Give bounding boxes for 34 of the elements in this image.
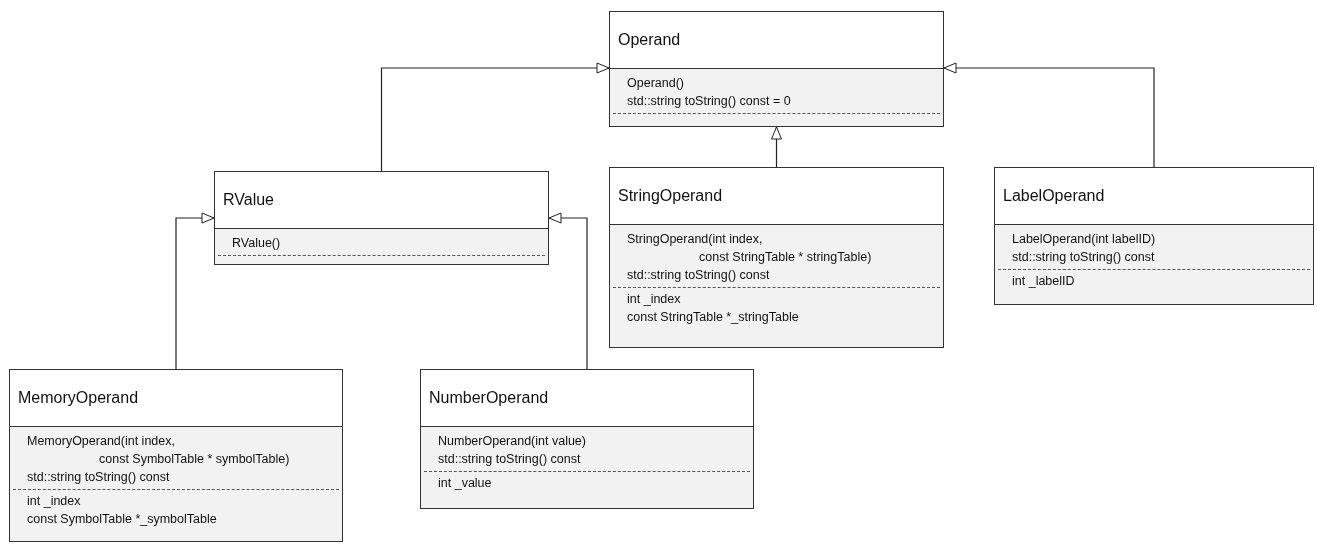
method-signature: StringOperand(int index, const StringTable * stringTable) [627, 231, 873, 266]
method-signature: MemoryOperand(int index, const SymbolTable * symbolTable) [27, 433, 291, 468]
method-signature: NumberOperand(int value) [438, 433, 587, 450]
class-name: Operand [618, 30, 681, 50]
class-box [214, 171, 549, 265]
field-declaration: int _value [438, 475, 493, 492]
method-signature: std::string toString() const [627, 267, 771, 284]
class-box [420, 369, 754, 509]
class-name: LabelOperand [1003, 186, 1105, 206]
field-declaration: int _index [27, 493, 82, 510]
inheritance-arrow [771, 126, 782, 168]
method-signature: Operand() [627, 75, 685, 92]
class-box [609, 11, 944, 127]
class-name: NumberOperand [429, 388, 549, 408]
method-signature: std::string toString() const [438, 451, 582, 468]
class-box [9, 369, 343, 542]
inheritance-arrow [943, 62, 1155, 168]
class-name: RValue [223, 190, 274, 210]
inheritance-arrow [380, 62, 610, 172]
inheritance-arrow [548, 212, 588, 370]
field-declaration: const StringTable *_stringTable [627, 309, 800, 326]
field-declaration: int _labelID [1012, 273, 1076, 290]
method-signature: std::string toString() const [1012, 249, 1156, 266]
method-signature: std::string toString() const = 0 [627, 93, 792, 110]
inheritance-arrow [175, 212, 215, 370]
class-name: MemoryOperand [18, 388, 139, 408]
method-signature: std::string toString() const [27, 469, 171, 486]
method-signature: LabelOperand(int labelID) [1012, 231, 1157, 248]
field-declaration: const SymbolTable *_symbolTable [27, 511, 218, 528]
class-box [609, 167, 944, 348]
field-declaration: int _index [627, 291, 682, 308]
class-name: StringOperand [618, 186, 723, 206]
method-signature: RValue() [232, 235, 282, 252]
class-box [994, 167, 1314, 305]
